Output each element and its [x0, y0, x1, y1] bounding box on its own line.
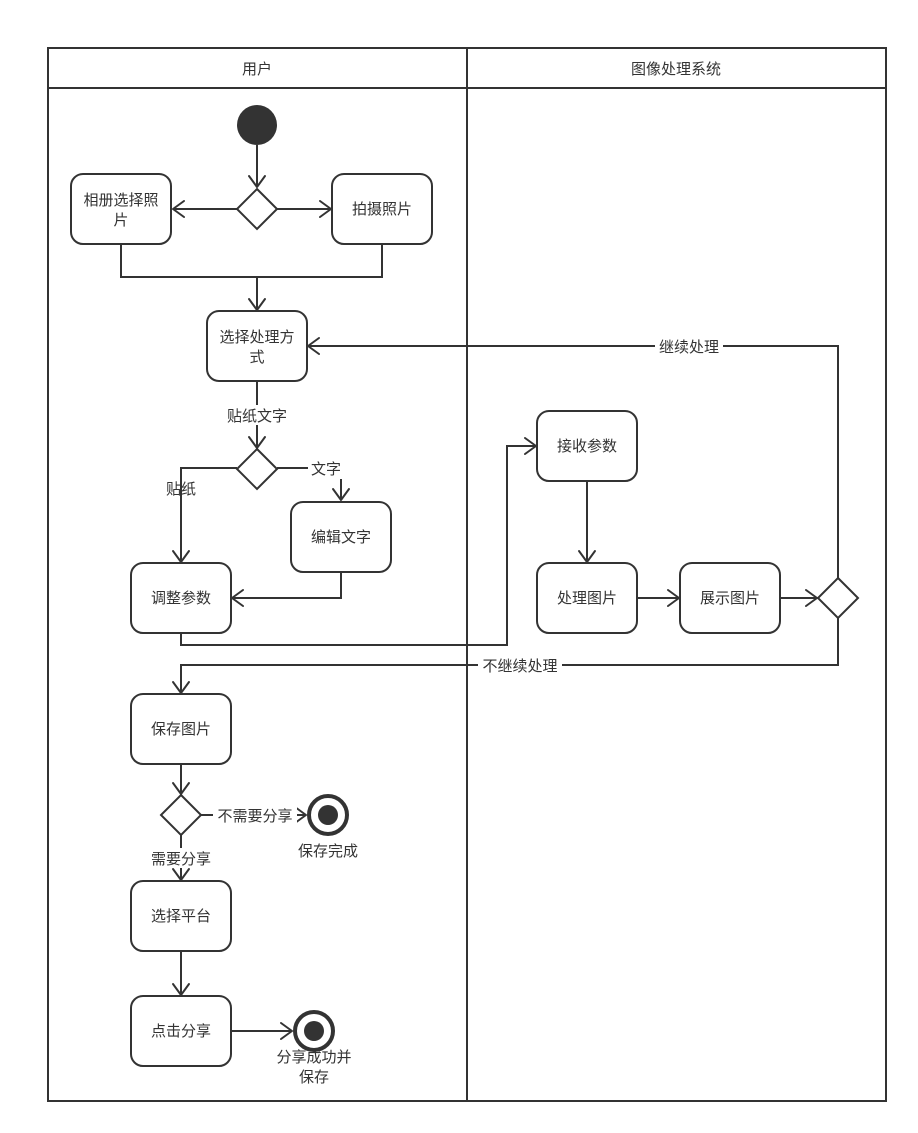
- edge-continue: [308, 345, 839, 578]
- label-bg: [478, 655, 562, 675]
- node-select-method-line1: 选择处理方: [219, 328, 294, 346]
- arrowhead: [172, 200, 185, 218]
- decision-share: [159, 793, 203, 837]
- node-album-line1: 相册选择照: [83, 191, 158, 209]
- node-select-method-line2: 式: [249, 348, 264, 366]
- node-photo-label: 拍摄照片: [352, 200, 412, 218]
- arrowhead: [280, 1022, 293, 1040]
- label-text: 文字: [311, 460, 341, 478]
- label-bg: [146, 848, 216, 868]
- decision-continue: [816, 576, 860, 620]
- node-receive: 接收参数: [536, 410, 638, 482]
- end-node-save-done: [307, 794, 349, 836]
- node-share-label: 点击分享: [151, 1022, 211, 1040]
- label-sticker: 贴纸: [166, 480, 196, 498]
- label-bg: [655, 336, 723, 356]
- label-share-done-line1: 分享成功并: [276, 1048, 351, 1066]
- node-edit-text: 编辑文字: [290, 501, 392, 573]
- node-adjust-label: 调整参数: [151, 589, 211, 607]
- node-photo: 拍摄照片: [331, 173, 433, 245]
- node-adjust: 调整参数: [130, 562, 232, 634]
- label-save-done: 保存完成: [298, 842, 358, 860]
- decision-source: [235, 187, 279, 231]
- node-process-label: 处理图片: [557, 589, 617, 607]
- end-node-share-done: [293, 1010, 335, 1052]
- node-platform: 选择平台: [130, 880, 232, 952]
- label-bg: [223, 405, 291, 425]
- edge-edittext-adjust: [232, 572, 342, 599]
- lane-title-system: 图像处理系统: [631, 60, 721, 78]
- arrowhead: [294, 806, 307, 824]
- node-save-label: 保存图片: [151, 720, 211, 738]
- start-node: [237, 105, 277, 145]
- node-process: 处理图片: [536, 562, 638, 634]
- arrowhead: [248, 175, 266, 188]
- node-receive-label: 接收参数: [557, 437, 617, 455]
- label-bg: [213, 805, 297, 825]
- node-select-method: 选择处理方 式: [206, 310, 308, 382]
- edge-adjust-receive: [180, 445, 536, 646]
- node-show-label: 展示图片: [700, 589, 760, 607]
- arrowhead: [332, 488, 350, 501]
- node-album-line2: 片: [113, 211, 128, 229]
- label-continue: 继续处理: [659, 338, 719, 356]
- node-share: 点击分享: [130, 995, 232, 1067]
- label-no-share: 不需要分享: [217, 807, 292, 825]
- label-need-share: 需要分享: [151, 850, 211, 868]
- label-bg: [308, 459, 344, 479]
- edge-decision2-adjust: [180, 467, 237, 562]
- node-platform-label: 选择平台: [151, 907, 211, 925]
- label-share-done-line2: 保存: [299, 1068, 329, 1086]
- node-show: 展示图片: [679, 562, 781, 634]
- edge-merge: [120, 244, 383, 278]
- node-edit-text-label: 编辑文字: [311, 528, 371, 546]
- decision-method: [235, 447, 279, 491]
- label-sticker-text: 贴纸文字: [227, 407, 287, 425]
- node-album: 相册选择照 片: [70, 173, 172, 245]
- lane-title-user: 用户: [242, 60, 272, 78]
- node-save: 保存图片: [130, 693, 232, 765]
- label-not-continue: 不继续处理: [482, 657, 557, 675]
